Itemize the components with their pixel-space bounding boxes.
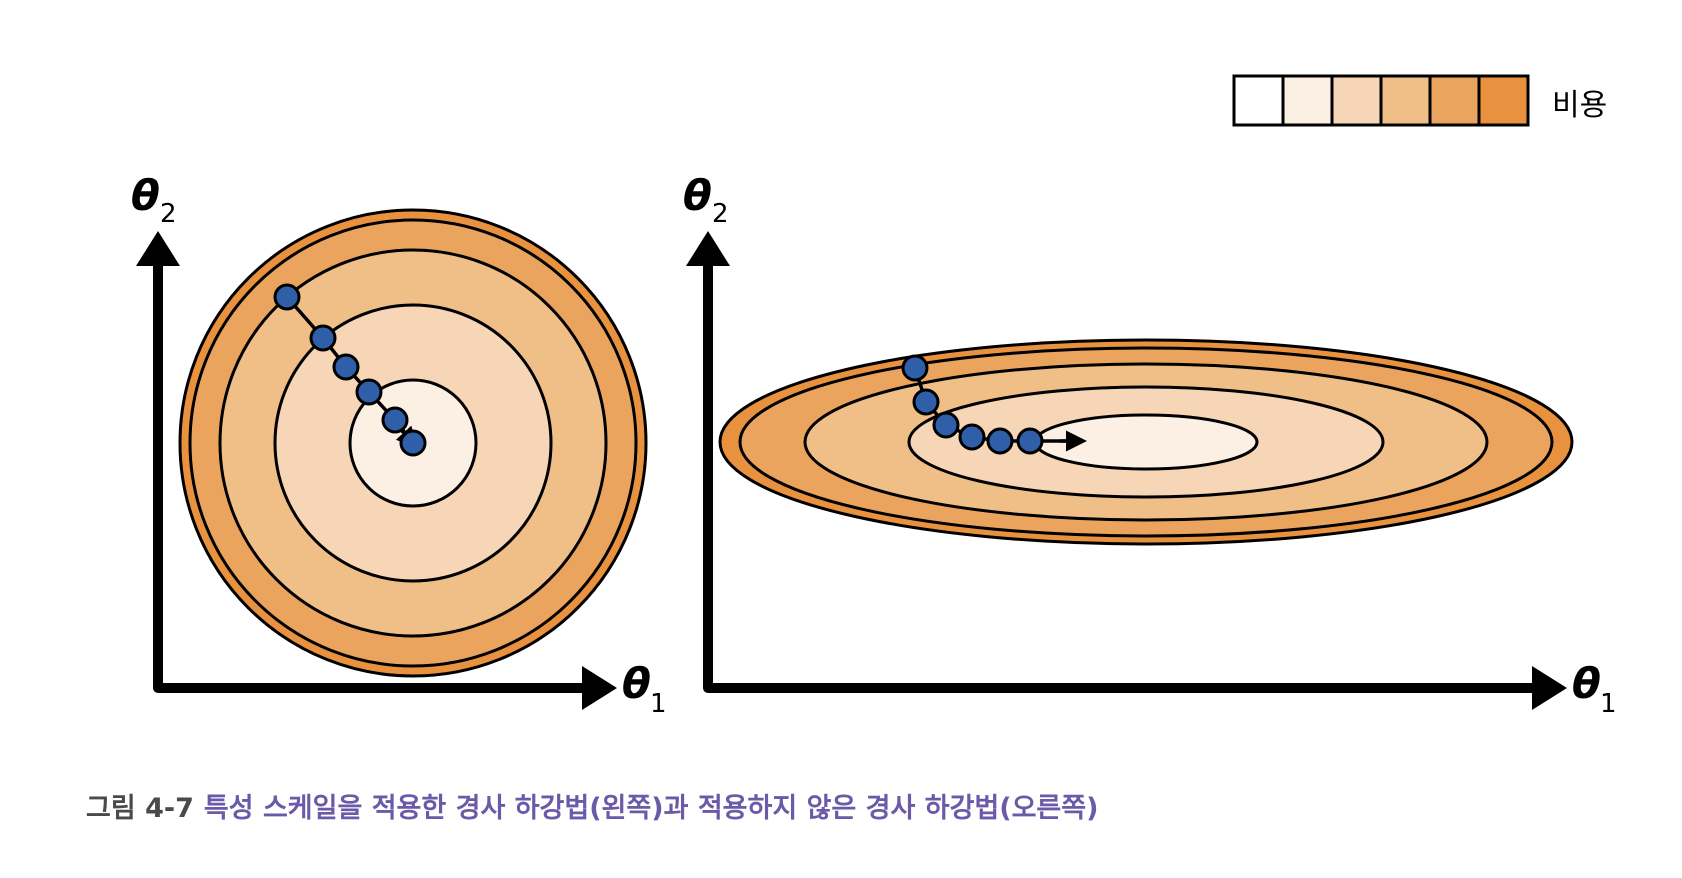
left-descent-path <box>273 283 427 457</box>
left-step-point <box>399 429 427 457</box>
left-step-point <box>381 406 409 434</box>
cost-legend-swatch-4 <box>1379 74 1432 127</box>
cost-legend-swatch-5 <box>1428 74 1481 127</box>
right-step-point <box>958 423 986 451</box>
left-x-axis-label: θ <box>622 659 651 708</box>
cost-legend-swatch-6 <box>1477 74 1530 127</box>
left-step-point <box>273 283 301 311</box>
right-y-axis-arrowhead <box>686 231 730 266</box>
right-x-axis-label: θ <box>1572 659 1601 708</box>
left-axes: θ 2 θ 1 <box>131 171 667 719</box>
left-step-point <box>309 324 337 352</box>
cost-legend-swatches <box>1232 74 1530 127</box>
right-step-point <box>901 354 929 382</box>
right-cost-contours <box>718 338 1574 546</box>
right-step-point <box>932 411 960 439</box>
left-panel-scaled: θ 2 θ 1 <box>131 171 667 719</box>
left-x-axis-arrowhead <box>582 666 617 710</box>
left-y-axis-arrowhead <box>136 231 180 266</box>
cost-legend-label: 비용 <box>1552 88 1607 123</box>
left-y-axis-label: θ <box>131 171 160 220</box>
cost-legend-swatch-1 <box>1232 74 1285 127</box>
right-panel-unscaled: θ 2 θ 1 <box>683 171 1617 719</box>
cost-legend-swatch-3 <box>1330 74 1383 127</box>
right-step-point <box>986 427 1014 455</box>
figure-caption-number: 그림 4-7 <box>86 793 194 824</box>
cost-legend-swatch-2 <box>1281 74 1334 127</box>
left-axes-lines <box>153 265 582 693</box>
cost-legend: 비용 <box>1232 74 1607 127</box>
left-step-point <box>332 353 360 381</box>
figure-caption-text: 특성 스케일을 적용한 경사 하강법(왼쪽)과 적용하지 않은 경사 하강법(오… <box>203 793 1099 824</box>
right-x-axis-subscript: 1 <box>1600 689 1617 719</box>
right-axes: θ 2 θ 1 <box>683 171 1617 719</box>
right-y-axis-subscript: 2 <box>712 199 729 229</box>
figure-caption: 그림 4-7 특성 스케일을 적용한 경사 하강법(왼쪽)과 적용하지 않은 경사… <box>86 786 1098 825</box>
right-y-axis-label: θ <box>683 171 712 220</box>
right-step-point <box>1016 427 1044 455</box>
left-y-axis-subscript: 2 <box>160 199 177 229</box>
right-step-point <box>912 388 940 416</box>
left-step-point <box>355 378 383 406</box>
right-descent-path <box>901 354 1087 455</box>
right-axes-lines <box>703 265 1532 693</box>
right-x-axis-arrowhead <box>1532 666 1567 710</box>
left-x-axis-subscript: 1 <box>650 689 667 719</box>
